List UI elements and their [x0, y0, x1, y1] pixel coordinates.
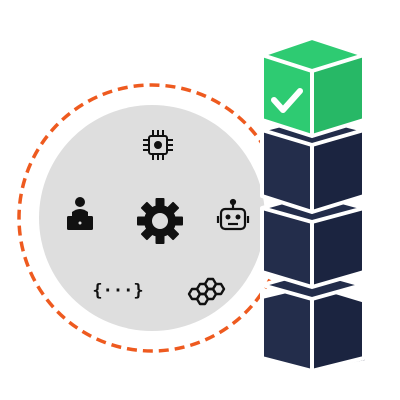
gear-icon — [137, 198, 183, 244]
cube-block-4 — [260, 269, 366, 373]
honeycomb-icon — [187, 277, 226, 306]
cube-stack — [260, 36, 366, 373]
robot-icon — [216, 198, 250, 231]
cube-block-1-complete — [260, 36, 366, 138]
curly-braces-code-icon: {···} — [92, 281, 143, 301]
person-at-laptop-icon — [67, 197, 93, 230]
circuit-chip-icon — [143, 130, 173, 160]
checkmark-icon — [271, 88, 303, 113]
